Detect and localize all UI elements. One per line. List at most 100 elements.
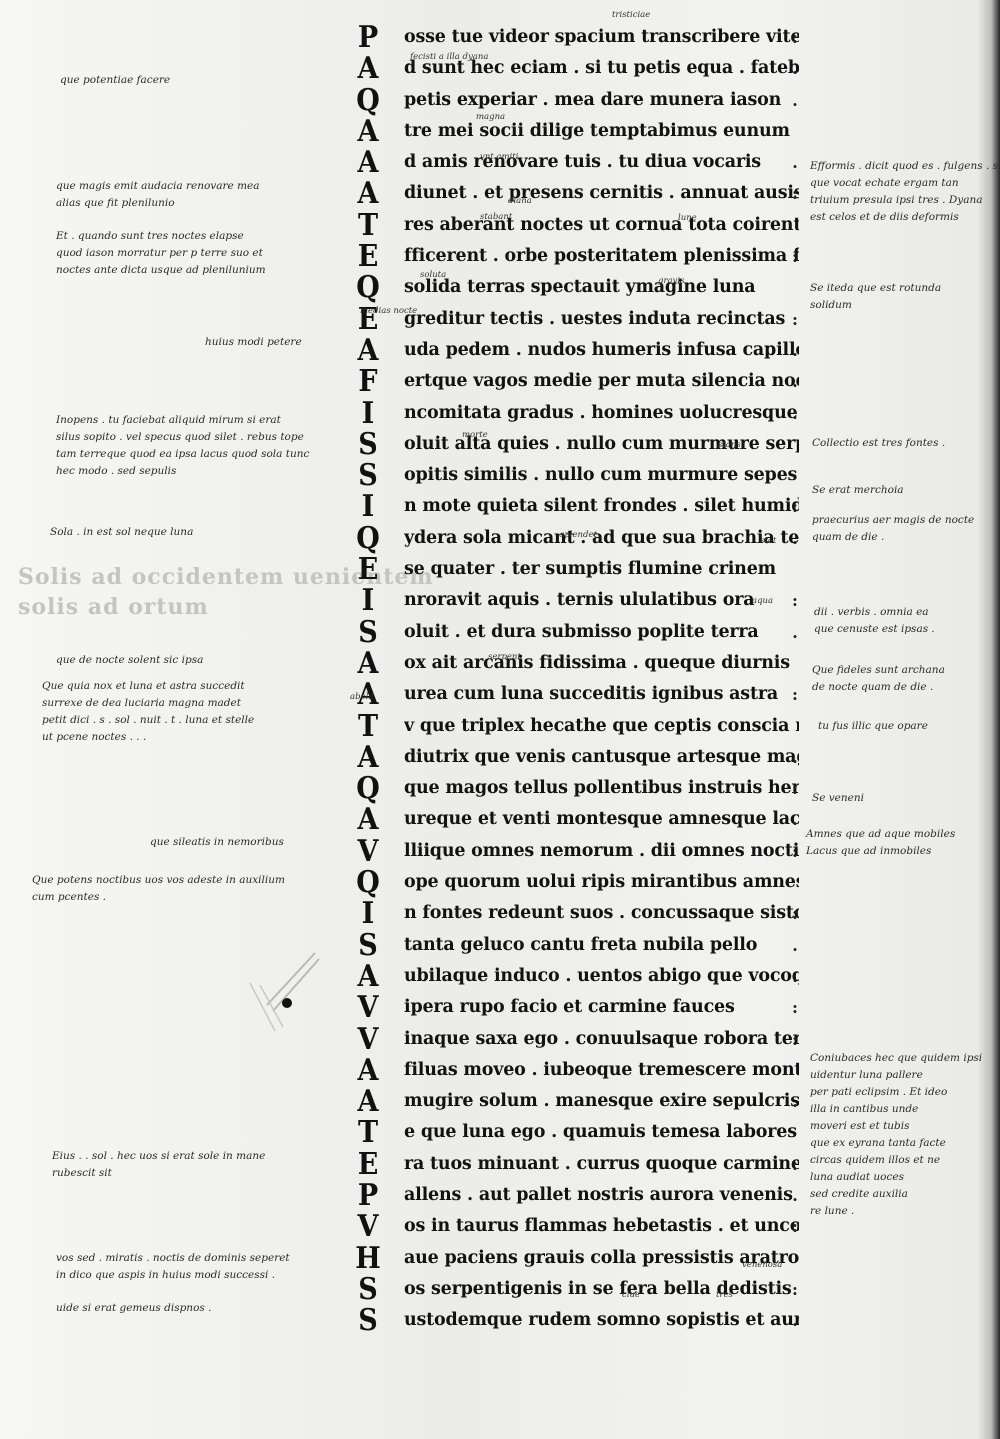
punctuation-mark (788, 1117, 802, 1148)
verse-line: opitis similis . nullo cum murmure sepes (404, 465, 798, 486)
punctuation-mark: : (792, 904, 798, 924)
initial-letter: I (361, 896, 375, 932)
punctuation-mark: . (792, 935, 798, 955)
verse-line: uda pedem . nudos humeris infusa capillo… (404, 339, 799, 360)
verse-line: urea cum luna succeditis ignibus astra (404, 684, 778, 705)
verse-line: filuas moveo . iubeoque tremescere monte… (404, 1059, 799, 1080)
initial-letter: A (357, 113, 379, 149)
interlinear-gloss: stans (718, 440, 741, 450)
verse-line: petis experiar . mea dare munera iason (404, 89, 782, 110)
initial-letter: F (358, 364, 378, 400)
interlinear-gloss: tres (716, 1290, 733, 1300)
punctuation-mark: . (792, 966, 798, 986)
verse-line: v que triplex hecathe que ceptis conscia… (404, 715, 799, 736)
verse-line: ra tuos minuant . currus quoque carmine … (404, 1153, 799, 1174)
punctuation-mark: : (792, 28, 798, 47)
initial-letter: H (355, 1240, 381, 1276)
interlinear-gloss: medias nocte (360, 306, 418, 316)
right-gloss: Se veneni (812, 792, 864, 804)
verse-line: aue paciens grauis colla pressistis arat… (404, 1247, 799, 1268)
punctuation-mark (788, 272, 802, 303)
punctuation-mark: : (792, 309, 798, 329)
left-gloss: Que quia nox et luna et astra succedit s… (42, 680, 255, 743)
verse-line: ertque vagos medie per muta silencia noc… (404, 371, 799, 392)
left-gloss: uide si erat gemeus dispnos . (56, 1302, 212, 1314)
punctuation-mark: . (792, 747, 798, 767)
initial-letter: P (357, 1177, 379, 1213)
initial-letter: V (357, 1209, 379, 1245)
verse-line: ureque et venti montesque amnesque lacus… (404, 809, 799, 830)
initial-letter: S (358, 426, 378, 462)
verse-line: fficerent . orbe posteritatem plenissima… (404, 246, 799, 267)
interlinear-gloss: abola (350, 692, 374, 702)
interlinear-gloss: soluta (420, 270, 447, 280)
punctuation-mark: : (792, 1154, 798, 1174)
right-gloss: Coniubaces hec que quidem ipsi uidentur … (810, 1052, 983, 1217)
interlinear-gloss: fecisti a illa dyana (410, 52, 489, 62)
initial-letter: A (357, 802, 379, 838)
initial-letter: I (361, 489, 375, 525)
verse-line: d sunt hec eciam . si tu petis equa . fa… (404, 58, 799, 79)
verse-line: ipera rupo facio et carmine fauces (404, 997, 735, 1018)
initial-letter: A (357, 645, 379, 681)
left-gloss: vos sed . miratis . noctis de dominis se… (56, 1252, 290, 1281)
punctuation-mark (788, 648, 802, 679)
initial-letter: I (361, 395, 375, 431)
right-gloss: Se iteda que est rotunda solidum (810, 282, 942, 311)
punctuation-mark: : (792, 779, 798, 799)
interlinear-gloss: serpent (488, 652, 521, 662)
initial-letter: Q (356, 520, 380, 556)
punctuation-mark: . (792, 1092, 798, 1112)
verse-line: mugire solum . manesque exire sepulcris (404, 1091, 799, 1112)
initial-letter: S (358, 614, 378, 650)
right-gloss: Efformis . dicit quod es . fulgens . sic… (810, 160, 1000, 223)
punctuation-mark: . (792, 528, 798, 548)
verse-line: osse tue videor spacium transcribere vit… (404, 27, 799, 47)
initial-letter: A (357, 677, 379, 713)
initial-letter: Q (356, 82, 380, 118)
punctuation-mark: : (792, 1279, 798, 1299)
initial-letter: A (357, 145, 379, 181)
right-gloss: Que fideles sunt archana de nocte quam d… (812, 664, 945, 693)
initial-letter: Q (356, 865, 380, 901)
initial-letter: Q (356, 771, 380, 807)
initial-letter: I (361, 583, 375, 619)
verse-line: tre mei socii dilige temptabimus eunum (404, 120, 790, 141)
verse-line: nroravit aquis . ternis ululatibus ora (404, 590, 755, 611)
punctuation-mark: : (792, 998, 798, 1018)
initial-letter: E (357, 301, 379, 337)
interlinear-gloss: morte (462, 430, 488, 440)
initial-letter: S (358, 1303, 378, 1339)
interlinear-gloss: aqua (752, 596, 774, 606)
punctuation-mark: . (792, 622, 798, 642)
initial-letter: Q (356, 270, 380, 306)
punctuation-mark (788, 116, 802, 147)
initial-letter: A (357, 739, 379, 775)
right-gloss: Amnes que ad aque mobiles Lacus que ad i… (806, 828, 956, 857)
verse-line: oluit alta quies . nullo cum murmure ser… (404, 433, 799, 454)
initial-letter: V (357, 833, 379, 869)
punctuation-mark: . (792, 1311, 798, 1331)
right-gloss: Se erat merchoia (812, 484, 904, 496)
verse-line: ncomitata gradus . homines uolucresque f… (404, 402, 799, 423)
right-gloss: praecurius aer magis de nocte quam de di… (812, 514, 975, 543)
punctuation-mark (788, 429, 802, 460)
interlinear-gloss: tristiciae (612, 10, 651, 20)
punctuation-mark: : (792, 685, 798, 705)
initial-letter: A (357, 332, 379, 368)
initial-letter: P (357, 20, 379, 55)
interlinear-gloss: venenosa (742, 1260, 783, 1270)
interlinear-gloss: vnt amiti (480, 152, 519, 162)
initial-letter: A (357, 176, 379, 212)
punctuation-mark: : (792, 591, 798, 611)
punctuation-mark: . (792, 340, 798, 360)
initial-letter: V (357, 1021, 379, 1057)
punctuation-mark: : (792, 184, 798, 204)
punctuation-mark: : (792, 1217, 798, 1237)
verse-line: inaque saxa ego . conuulsaque robora ter… (404, 1028, 799, 1049)
interlinear-gloss: splendet (560, 530, 597, 540)
punctuation-column: :...:::..::.:.:.:.::..::.:.::. (788, 22, 802, 1336)
punctuation-mark: . (792, 59, 798, 79)
